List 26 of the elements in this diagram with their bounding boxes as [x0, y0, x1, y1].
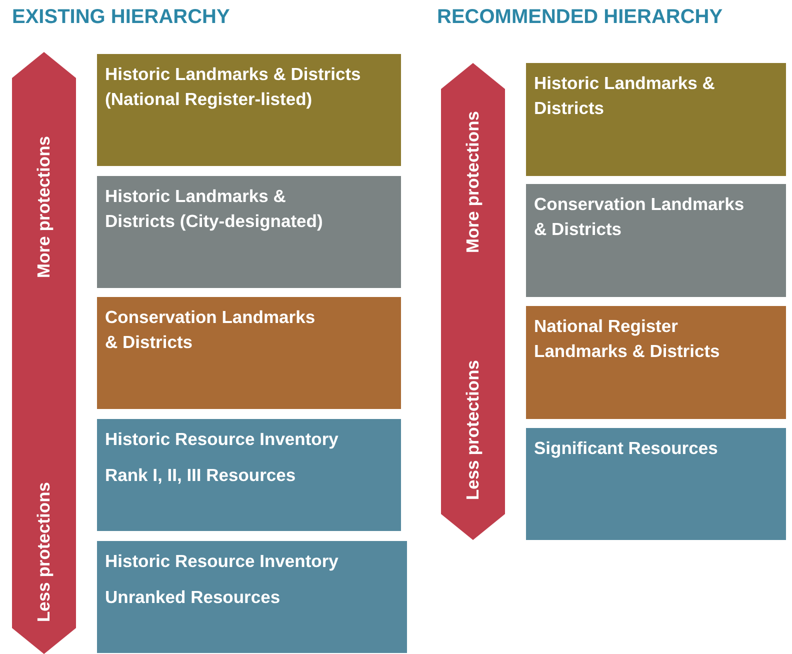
column-heading: EXISTING HIERARCHY	[12, 6, 230, 29]
arrow-label: Less protections	[462, 360, 484, 500]
box-text: Conservation Landmarks & Districts	[534, 193, 746, 241]
arrow-label: Less protections	[34, 482, 54, 622]
box-text: Conservation Landmarks & Districts	[105, 306, 316, 354]
box-text: Historic Landmarks & Districts	[534, 72, 716, 120]
category-box	[97, 297, 401, 409]
box-text: National Register Landmarks & Districts	[534, 315, 721, 363]
arrow-label: More protections	[462, 111, 484, 253]
box-text: Historic Landmarks & Districts (City-designated)	[105, 185, 324, 233]
box-text: Rank I, II, III Resources	[105, 464, 297, 487]
box-heading: Historic Resource Inventory	[105, 550, 340, 573]
category-box	[97, 541, 407, 653]
category-box	[526, 184, 786, 297]
category-box	[526, 63, 786, 176]
category-box	[97, 54, 401, 166]
column-heading: RECOMMENDED HIERARCHY	[437, 6, 723, 29]
category-box	[526, 428, 786, 540]
arrow-label: More protections	[34, 136, 54, 278]
box-text: Significant Resources	[534, 437, 719, 460]
category-box	[97, 419, 401, 531]
box-text: Historic Landmarks & Districts (National Register-listed)	[105, 63, 362, 111]
box-text: Unranked Resources	[105, 586, 282, 609]
category-box	[97, 176, 401, 288]
box-heading: Historic Resource Inventory	[105, 428, 340, 451]
category-box	[526, 306, 786, 419]
